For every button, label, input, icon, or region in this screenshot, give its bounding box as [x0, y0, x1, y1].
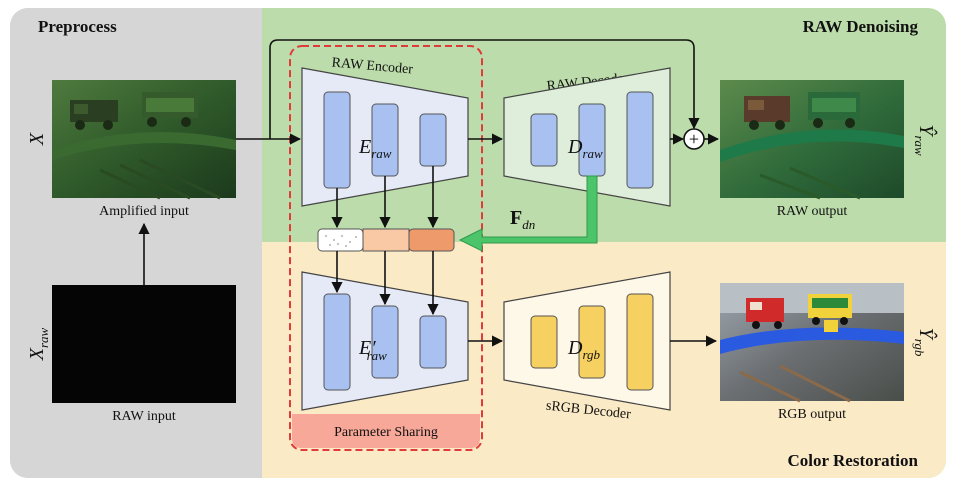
- amplified-input-image: [52, 80, 236, 200]
- raw-output-image: [720, 80, 904, 200]
- shared-encoder-block-2: [371, 305, 399, 379]
- shared-encoder-block-1: [323, 293, 351, 391]
- parameter-sharing-label: Parameter Sharing: [334, 425, 438, 440]
- parameter-sharing-band: [292, 414, 480, 448]
- srgb-decoder-block-2: [578, 305, 606, 379]
- skip-connection-arrow: [269, 39, 700, 139]
- srgb-decoder-block-3: [626, 293, 654, 391]
- x-raw-label: Xraw: [26, 327, 51, 361]
- preprocess-title: Preprocess: [38, 17, 117, 36]
- svg-text:Xraw: Xraw: [26, 327, 51, 361]
- raw-input-image: [52, 285, 236, 403]
- shared-encoder-symbol: E′raw: [358, 337, 387, 363]
- raw-encoder-block-1: [323, 91, 351, 189]
- y-rgb-label: Ŷrgb: [912, 328, 938, 357]
- preprocess-panel: [10, 8, 262, 478]
- feature-dn-arrow: [458, 175, 598, 252]
- y-raw-label: Ŷraw: [912, 124, 938, 156]
- rgb-output-caption: RGB output: [778, 407, 846, 422]
- raw-decoder-symbol: Draw: [567, 136, 603, 161]
- raw-decoder-block-3: [626, 91, 654, 189]
- srgb-decoder-block-1: [530, 315, 558, 369]
- svg-text:Ŷrgb: Ŷrgb: [912, 328, 938, 357]
- raw-decoder-block-1: [530, 113, 558, 167]
- raw-input-caption: RAW input: [112, 409, 176, 424]
- rgb-output-image: [720, 283, 904, 403]
- x-label: X: [26, 132, 48, 146]
- raw-encoder-block-3: [419, 113, 447, 167]
- plus-symbol: +: [689, 129, 699, 149]
- raw-encoder-title: RAW Encoder: [331, 55, 414, 77]
- raw-encoder-block-2: [371, 103, 399, 177]
- raw-denoising-title: RAW Denoising: [803, 17, 919, 36]
- svg-text:X: X: [26, 132, 48, 146]
- svg-text:Ŷraw: Ŷraw: [912, 124, 938, 156]
- color-restoration-title: Color Restoration: [788, 451, 919, 470]
- shared-encoder-block-3: [419, 315, 447, 369]
- feature-bar: [317, 228, 455, 252]
- raw-encoder-symbol: Eraw: [358, 136, 392, 161]
- amplified-input-caption: Amplified input: [99, 204, 189, 219]
- raw-decoder-block-2: [578, 103, 606, 177]
- srgb-decoder-symbol: Drgb: [567, 337, 601, 362]
- raw-output-caption: RAW output: [777, 204, 848, 219]
- feature-dn-symbol: Fdn: [510, 207, 535, 232]
